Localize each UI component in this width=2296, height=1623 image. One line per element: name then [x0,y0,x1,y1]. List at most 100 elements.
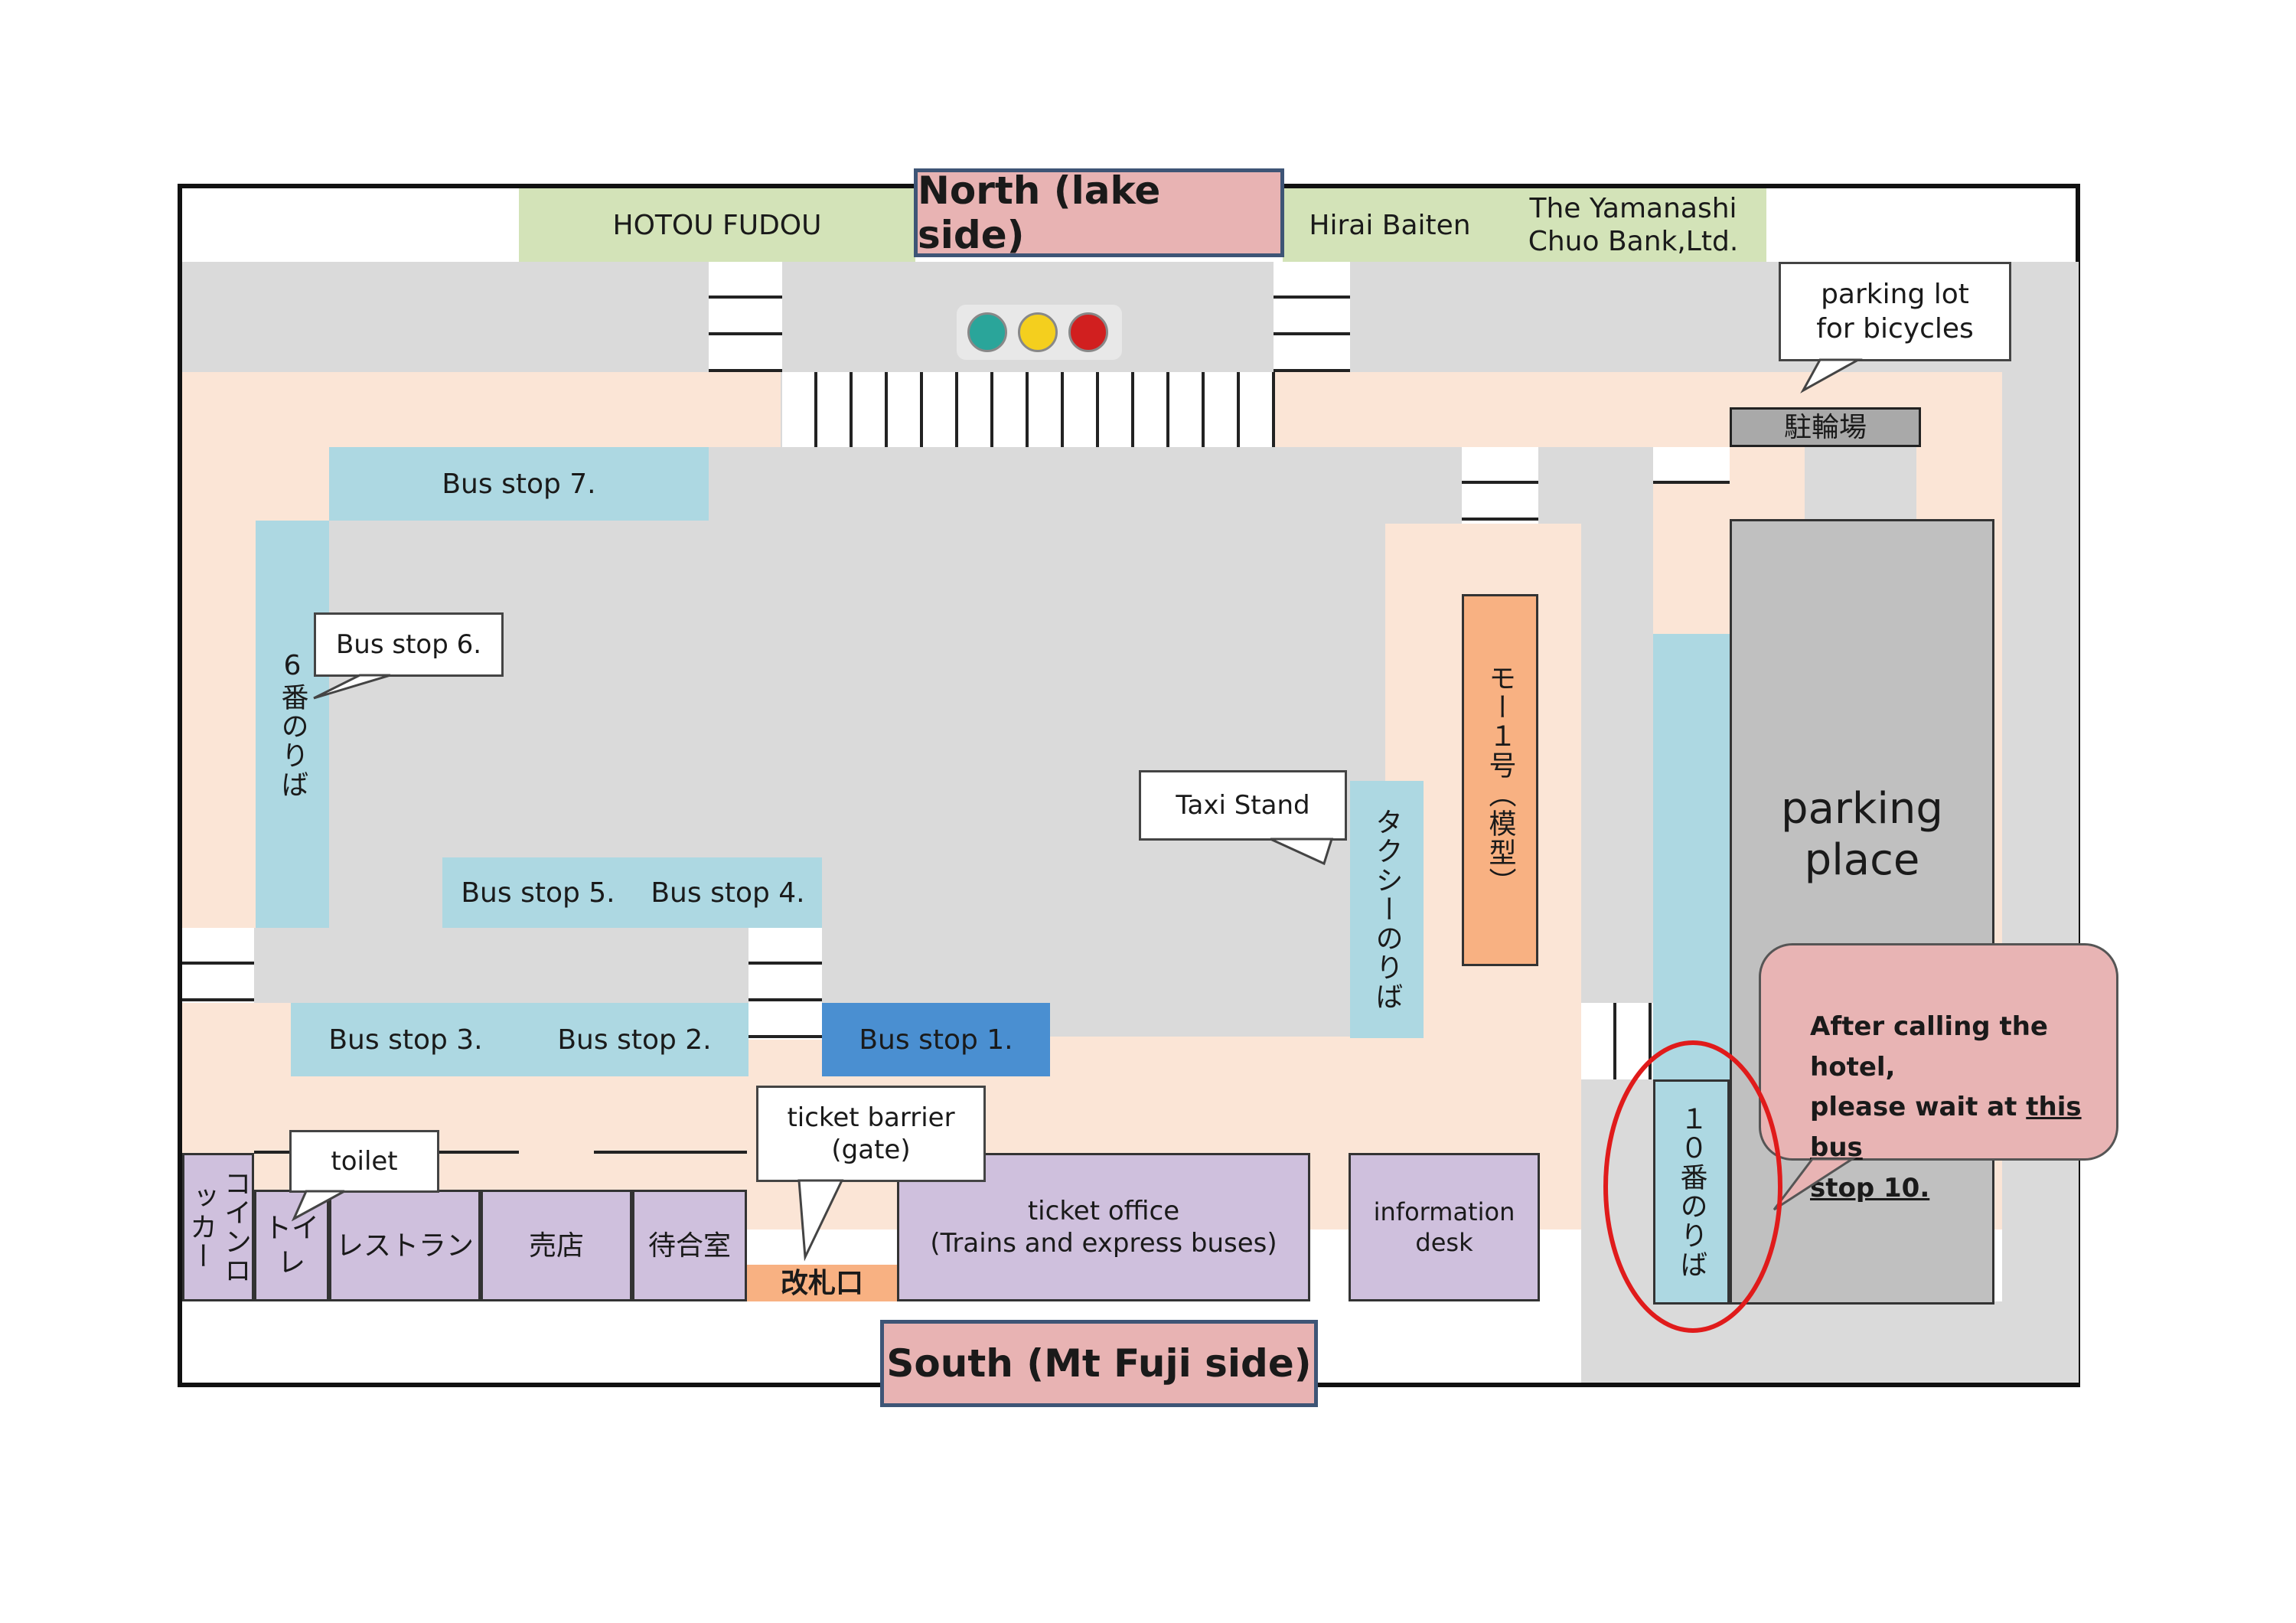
shop-hirai-bank [1283,188,1766,262]
taxi-stand: タクシーのりば [1350,781,1424,1038]
north-title-text: North (lake side) [918,168,1161,257]
hotel-note-line-2a: please wait at [1810,1092,2027,1123]
parking-line-1: parking [1781,783,1943,834]
parking-entrance [1805,447,1916,519]
toilet-callout: toilet [289,1130,439,1193]
shop-hotou-label: HOTOU FUDOU [612,209,822,241]
ticket-office-line-2: (Trains and express buses) [930,1228,1277,1259]
bus-stop-6-jp-label: 6番のりば [276,649,308,799]
toilet-callout-text: toilet [331,1145,398,1177]
crosswalk-middle [748,928,822,1040]
shop-hirai-baiten: Hirai Baiten [1283,188,1497,262]
traffic-light-icon [957,305,1122,360]
bus-stop-2: Bus stop 2. [520,1003,748,1076]
north-strip-left [182,188,519,262]
south-title-text: South (Mt Fuji side) [886,1341,1312,1386]
red-light [1068,312,1108,352]
hotel-note-line-2: please wait at this bus [1810,1087,2101,1167]
parking-place [1730,519,1994,1305]
bus-stop-6-callout: Bus stop 6. [314,612,504,677]
bus-stop-10: １０番のりば [1653,1079,1730,1305]
bicycle-callout-line-2: for bicycles [1816,313,1974,345]
shop-hirai-label: Hirai Baiten [1309,209,1471,241]
ticket-office-line-1: ticket office [1027,1195,1180,1226]
bicycle-sign-text: 駐輪場 [1783,411,1867,443]
hotel-note-line-3: stop 10. [1810,1172,1930,1203]
ticket-gate: 改札口 [747,1265,897,1301]
gate-callout-line-2: (gate) [831,1135,911,1165]
shop-yamanashi-bank: The Yamanashi Chuo Bank,Ltd. [1500,188,1766,262]
crosswalk-north-main [782,372,1275,447]
bus-stop-2-label: Bus stop 2. [557,1024,712,1056]
bus-stop-6-callout-tail [313,674,391,700]
bus-stop-7: Bus stop 7. [329,447,709,521]
restaurant-label: レストラン [335,1229,474,1262]
bus-stop-5: Bus stop 5. [442,857,634,928]
crosswalk-north-left [709,262,782,372]
bus-stop-10-jp-label: １０番のりば [1675,1105,1707,1279]
information-desk: information desk [1349,1153,1540,1301]
bus-stop-5-label: Bus stop 5. [461,877,615,909]
hotel-note-callout: After calling the hotel, please wait at … [1759,943,2118,1203]
taxi-callout-text: Taxi Stand [1176,789,1310,821]
waiting-room-label: 待合室 [647,1229,731,1262]
crosswalk-east-b [1653,447,1730,484]
shop-hotou-fudou: HOTOU FUDOU [519,188,915,262]
coin-locker: コインロッカー [182,1153,254,1301]
bus-stop-3: Bus stop 3. [291,1003,520,1076]
toilet-jp-label: トイレ [263,1213,319,1278]
bus-stop-1: Bus stop 1. [822,1003,1050,1076]
taxi-jp-label: タクシーのりば [1371,808,1403,1011]
terminal-road-west [182,928,748,1003]
crosswalk-north-right [1274,262,1350,372]
southeast-road [1581,1301,2079,1383]
hotel-note-line-2b: this bus [1810,1092,2082,1164]
bicycle-parking-sign: 駐輪場 [1730,407,1921,447]
stop-10-highlight-circle [1603,1040,1782,1333]
south-title: South (Mt Fuji side) [880,1320,1318,1407]
ticket-gate-label: 改札口 [780,1267,863,1299]
info-desk-line-2: desk [1415,1228,1473,1257]
taxi-stand-callout: Taxi Stand [1139,770,1347,841]
stop-10-platform [1653,634,1730,1305]
bus-stop-1-label: Bus stop 1. [859,1024,1013,1056]
bus-stop-6-callout-text: Bus stop 6. [335,629,482,660]
bicycle-callout-line-1: parking lot [1821,279,1969,310]
bus-stop-6: 6番のりば [256,521,329,928]
hotel-note-line-1: After calling the hotel, [1810,1011,2048,1083]
bus-stop-4: Bus stop 4. [634,857,822,928]
crosswalk-east-a [1462,447,1538,524]
bus-stop-3-label: Bus stop 3. [328,1024,483,1056]
stop-10-walkway [1653,484,1730,634]
crosswalk-west [182,928,254,1003]
taxi-callout-tail [1270,838,1334,866]
waiting-room: 待合室 [632,1190,747,1301]
shop: 売店 [481,1190,632,1301]
shop-label: 売店 [528,1229,584,1262]
ticket-barrier-callout: ticket barrier (gate) [756,1086,986,1182]
side-road [1581,447,1658,1306]
parking-place-label: parking place [1730,766,1994,903]
north-title: North (lake side) [914,168,1284,257]
bus-stop-7-label: Bus stop 7. [442,468,596,500]
info-desk-line-1: information [1373,1197,1515,1226]
bank-line-1: The Yamanashi [1529,192,1737,224]
hotel-note-tail [1773,1158,1857,1211]
bicycle-parking-callout: parking lot for bicycles [1779,262,2011,361]
coin-locker-label: コインロッカー [185,1169,251,1285]
yellow-light [1018,312,1058,352]
gate-callout-line-1: ticket barrier [787,1102,955,1133]
toilet-callout-tail [291,1190,345,1222]
mo-1-model-label: モー１号（模型） [1484,664,1516,896]
restaurant: レストラン [329,1190,481,1301]
wall-line-b [594,1151,747,1154]
bus-stop-4-label: Bus stop 4. [651,877,805,909]
bus-stop-3-2-platform [291,1003,748,1076]
mo-1-model: モー１号（模型） [1462,594,1538,966]
east-road [2002,262,2079,1383]
green-light [967,312,1007,352]
parking-line-2: place [1804,835,1920,885]
bank-line-2: Chuo Bank,Ltd. [1528,226,1739,257]
